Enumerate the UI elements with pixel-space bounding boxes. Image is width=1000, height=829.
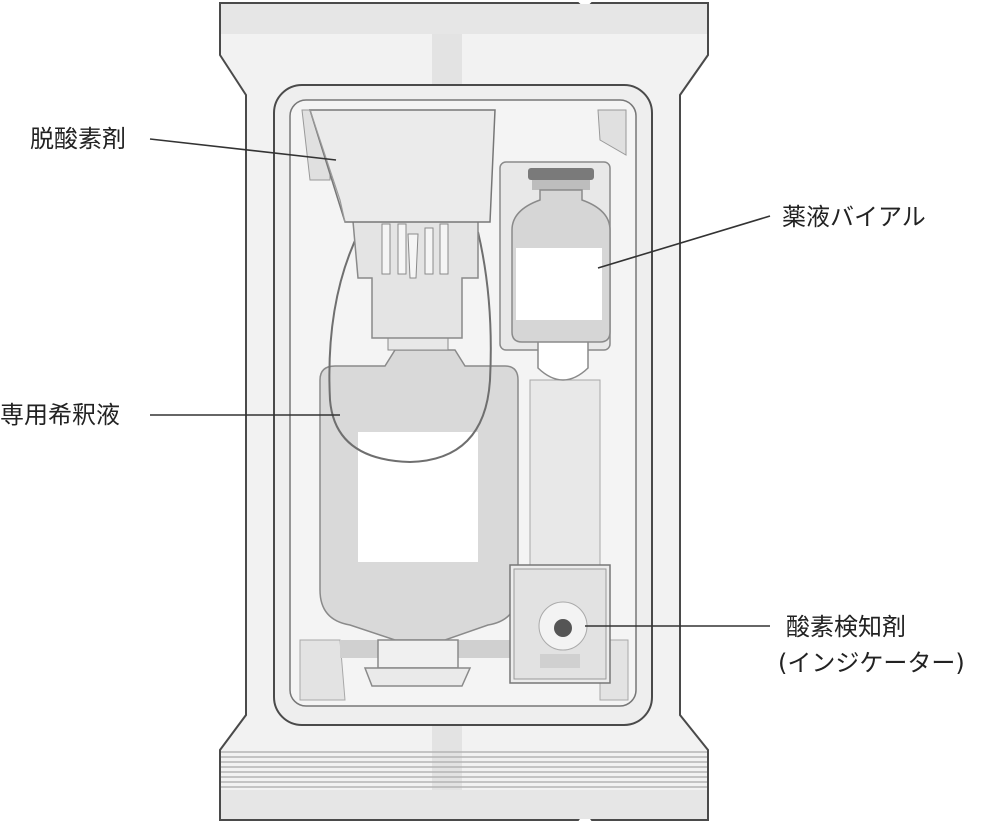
oxygen-indicator <box>509 564 611 684</box>
deoxidizer-sachet <box>308 109 496 223</box>
label-oxygen-indicator-sub: (インジケーター) <box>778 649 965 677</box>
label-oxygen-indicator: 酸素検知剤 <box>786 613 906 641</box>
leader-deoxidizer <box>149 138 337 161</box>
indicator-dot <box>554 619 572 637</box>
diluent-bag <box>319 229 519 687</box>
leader-lines <box>149 138 771 627</box>
bottom-seal-lines <box>221 751 707 788</box>
drug-vial <box>499 161 611 381</box>
label-drug-vial: 薬液バイアル <box>782 203 926 231</box>
diluent-label-panel <box>358 432 478 562</box>
vial-label-panel <box>516 248 602 320</box>
label-diluent: 専用希釈液 <box>0 401 120 429</box>
label-deoxidizer: 脱酸素剤 <box>30 125 126 153</box>
leader-vial <box>597 215 771 269</box>
